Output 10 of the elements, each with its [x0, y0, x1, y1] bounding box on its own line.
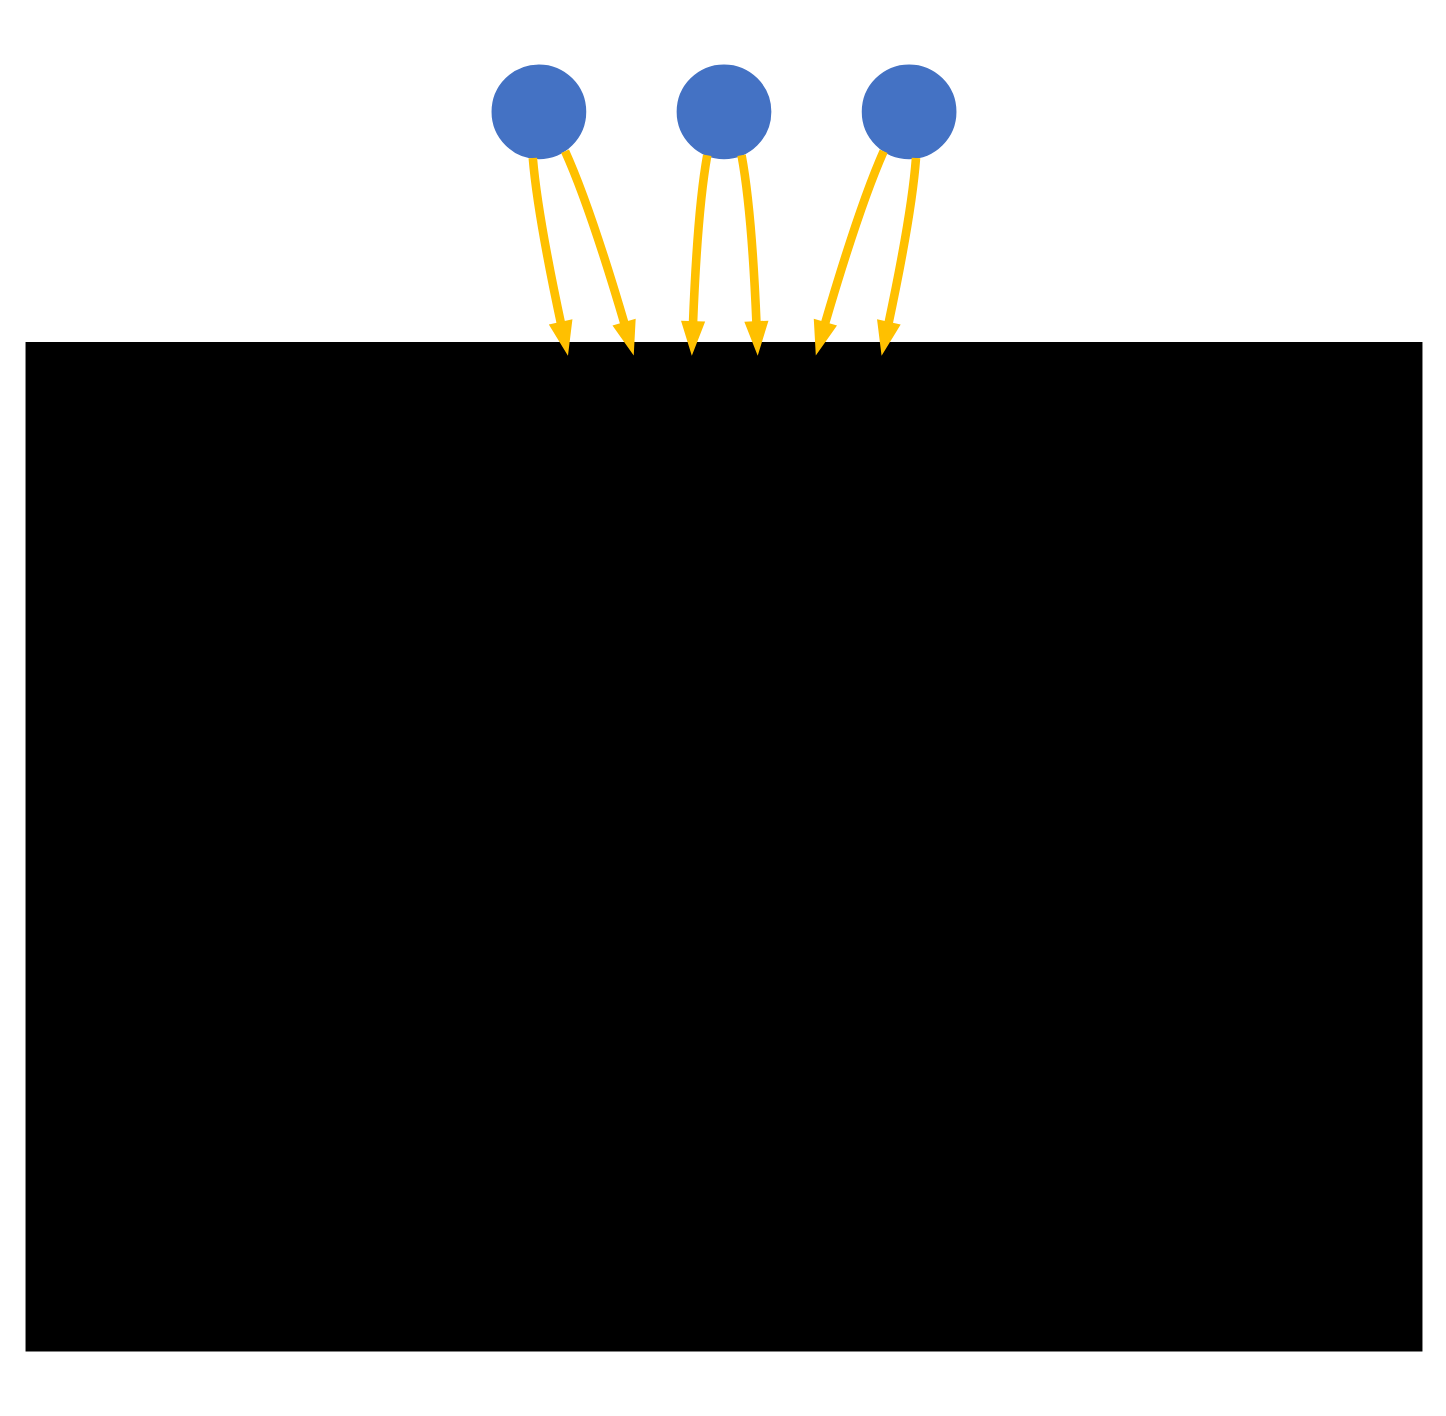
- node-box: [24, 342, 1422, 1352]
- arrow: [812, 149, 887, 356]
- arrow: [527, 157, 572, 356]
- node-circle: [860, 64, 956, 160]
- arrow: [876, 157, 920, 356]
- arrow: [736, 154, 768, 356]
- node-circle: [675, 64, 771, 160]
- arrow: [560, 149, 635, 356]
- node-circle: [490, 64, 586, 160]
- arrow: [680, 154, 711, 356]
